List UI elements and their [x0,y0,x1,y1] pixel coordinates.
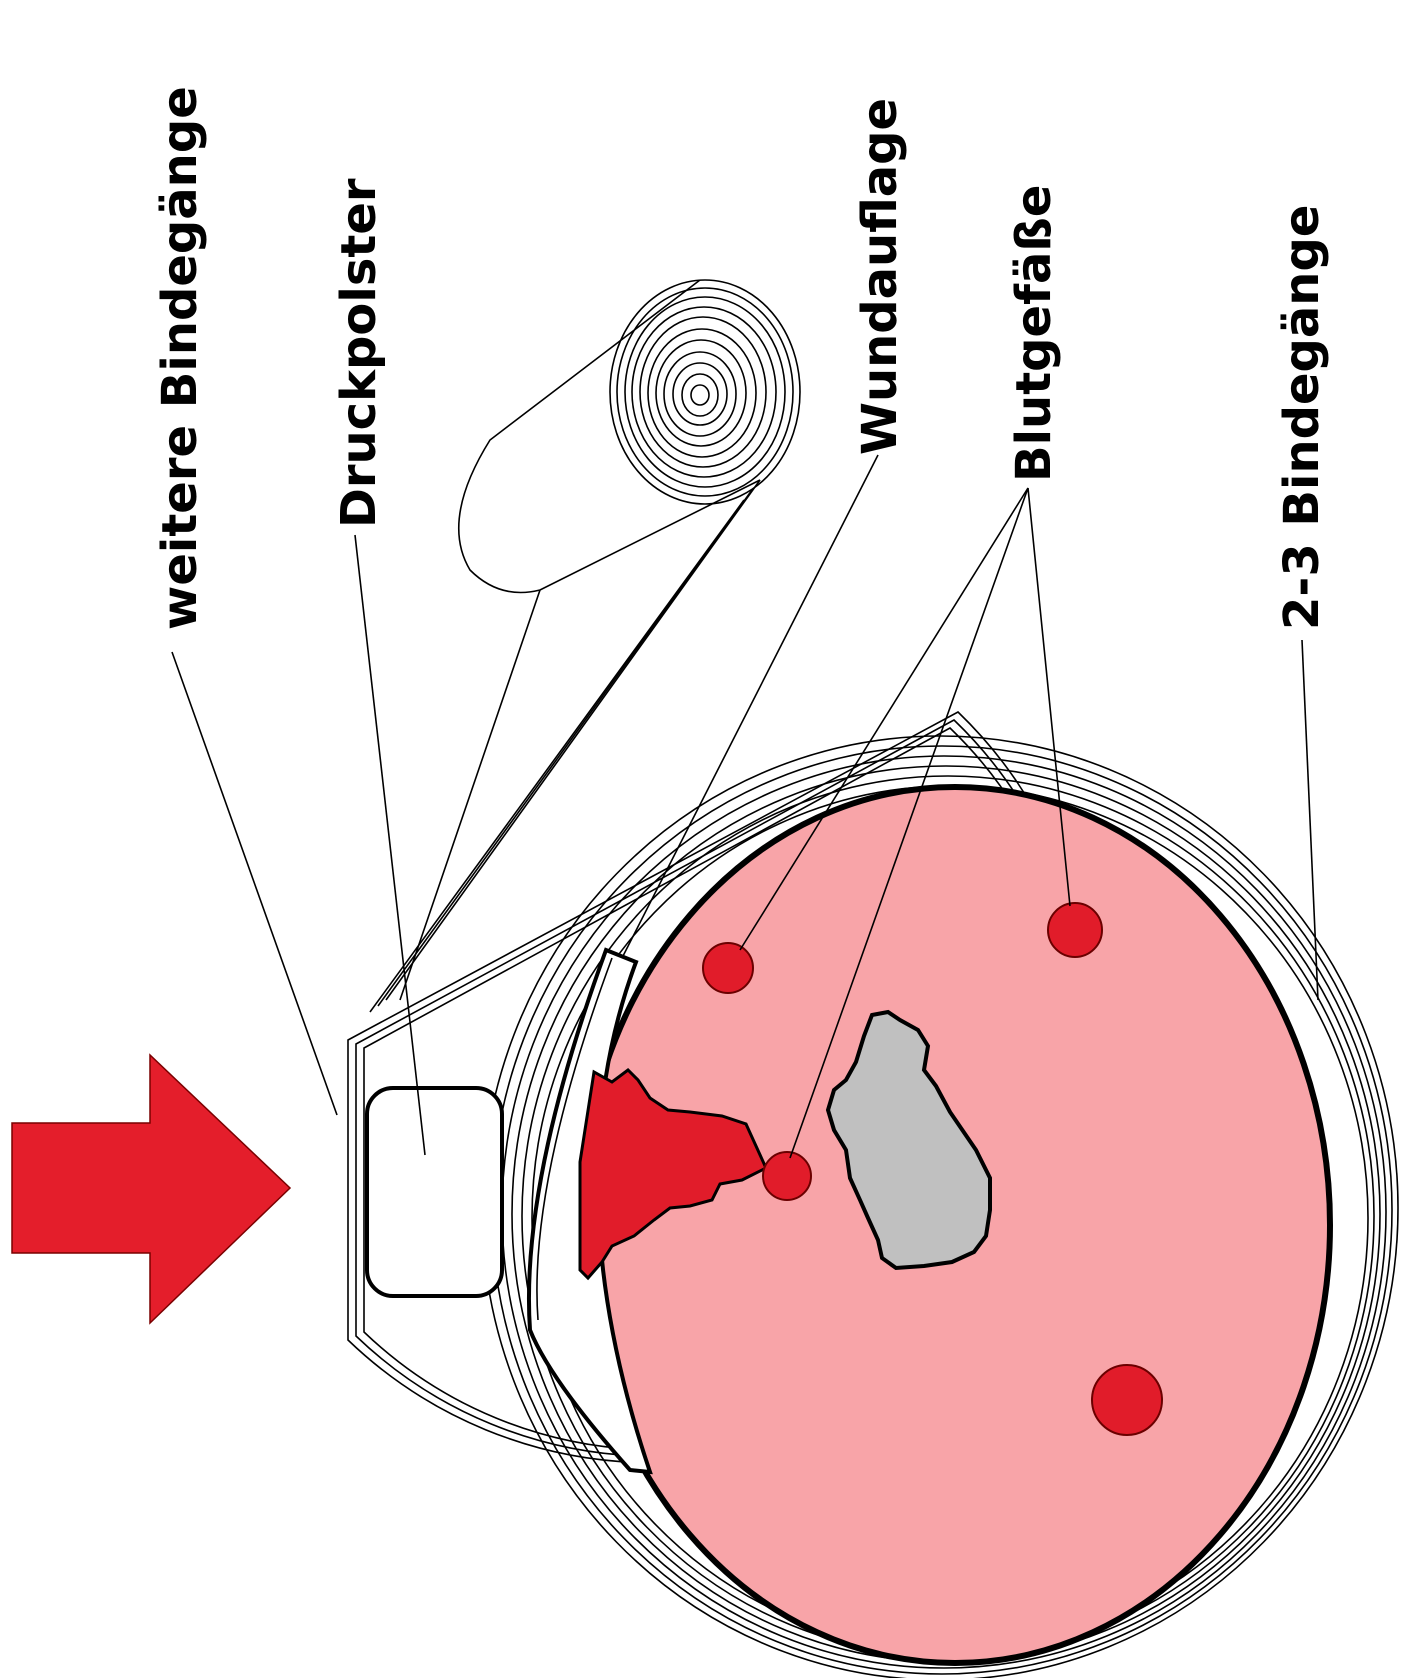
blood-vessel [1048,903,1102,957]
leader-druckpolster [355,535,425,1155]
label-blutgefaesse: Blutgefäße [1006,185,1062,482]
label-wundauflage: Wundauflage [852,98,908,455]
label-bindegaenge-2-3: 2-3 Bindegänge [1274,205,1330,630]
leader-bindegaenge-2-3 [1302,640,1318,1000]
leader-weitere-bindegaenge [172,652,337,1115]
pressure-pad [367,1088,502,1296]
pressure-arrow-icon [12,1055,290,1323]
label-druckpolster: Druckpolster [331,178,387,528]
blood-vessel [763,1152,811,1200]
label-weitere-bindegaenge: weitere Bindegänge [152,86,208,630]
blood-vessel [703,943,753,993]
blood-vessel [1092,1365,1162,1435]
